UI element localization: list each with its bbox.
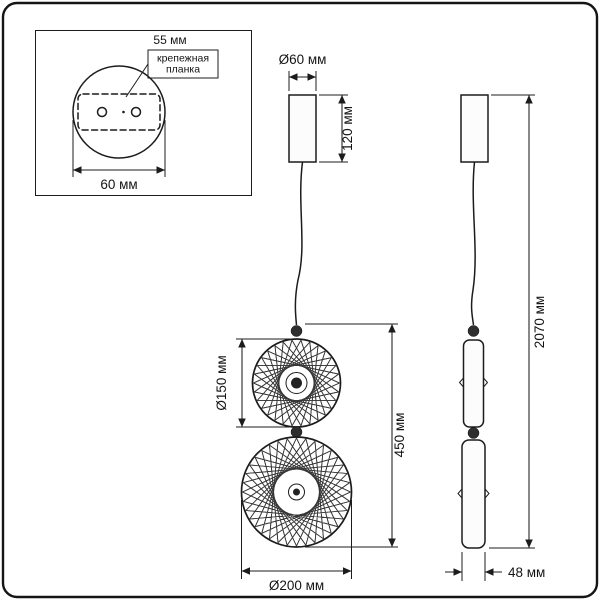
mounting-hole-left: [96, 106, 108, 118]
dim-60-label: 60 мм: [100, 177, 137, 192]
dim-width-48-group: 48 мм: [445, 552, 545, 581]
detail-frame: [35, 30, 252, 196]
dim-overall-height-label: 2070 мм: [532, 296, 547, 348]
dim-shade-stack-label: 450 мм: [392, 413, 407, 458]
side-upper-shade: [458, 339, 489, 428]
front-view: Ø60 мм 120 мм Ø150 мм: [214, 52, 407, 593]
plate-leader-line: [125, 63, 149, 98]
front-middle-bead: [290, 426, 303, 438]
mounting-detail-panel: крепежная планка 55 мм 60 мм: [35, 30, 252, 196]
dim-55-label: 55 мм: [153, 33, 186, 47]
canopy-top-view: [72, 65, 166, 159]
side-view: 2070 мм 48 мм: [445, 94, 547, 581]
dim-lower-disc-label: Ø200 мм: [269, 578, 324, 593]
dim-canopy-height-group: 120 мм: [319, 94, 355, 163]
dim-shade-stack-group: 450 мм: [305, 323, 407, 548]
dim-60-group: 60 мм: [72, 120, 166, 192]
plate-label-line2: планка: [166, 64, 200, 76]
center-mark: [122, 110, 125, 114]
upper-shade-weave-pattern: [253, 339, 340, 427]
side-upper-bead: [467, 325, 480, 337]
front-canopy: [288, 94, 317, 163]
side-cord: [470, 161, 476, 326]
dim-overall-height-group: 2070 мм: [489, 94, 547, 549]
dim-canopy-diameter-group: Ø60 мм: [279, 52, 327, 91]
side-upper-right-notch: [483, 377, 489, 388]
front-cord: [294, 161, 304, 326]
front-upper-shade: [251, 338, 342, 428]
front-upper-bead: [290, 325, 303, 337]
dim-upper-disc-group: Ø150 мм: [214, 338, 290, 428]
dim-lower-disc-group: Ø200 мм: [241, 500, 352, 593]
lower-shade-weave-pattern: [242, 437, 351, 547]
plate-label-box: [147, 49, 219, 79]
dim-width-48-label: 48 мм: [508, 565, 545, 580]
side-upper-left-notch: [458, 377, 464, 388]
dim-canopy-diameter-label: Ø60 мм: [279, 52, 327, 67]
mounting-hole-right: [130, 106, 142, 118]
side-canopy: [460, 94, 489, 163]
dim-upper-disc-label: Ø150 мм: [214, 355, 229, 410]
side-lower-right-notch: [484, 488, 490, 499]
side-middle-bead: [467, 427, 480, 439]
plate-label-line1: крепежная: [157, 53, 209, 65]
mounting-plate-outline: [77, 93, 161, 131]
side-lower-shade: [457, 439, 490, 549]
front-lower-shade: [240, 436, 353, 548]
dim-canopy-height-label: 120 мм: [340, 106, 355, 151]
side-lower-left-notch: [457, 488, 463, 499]
